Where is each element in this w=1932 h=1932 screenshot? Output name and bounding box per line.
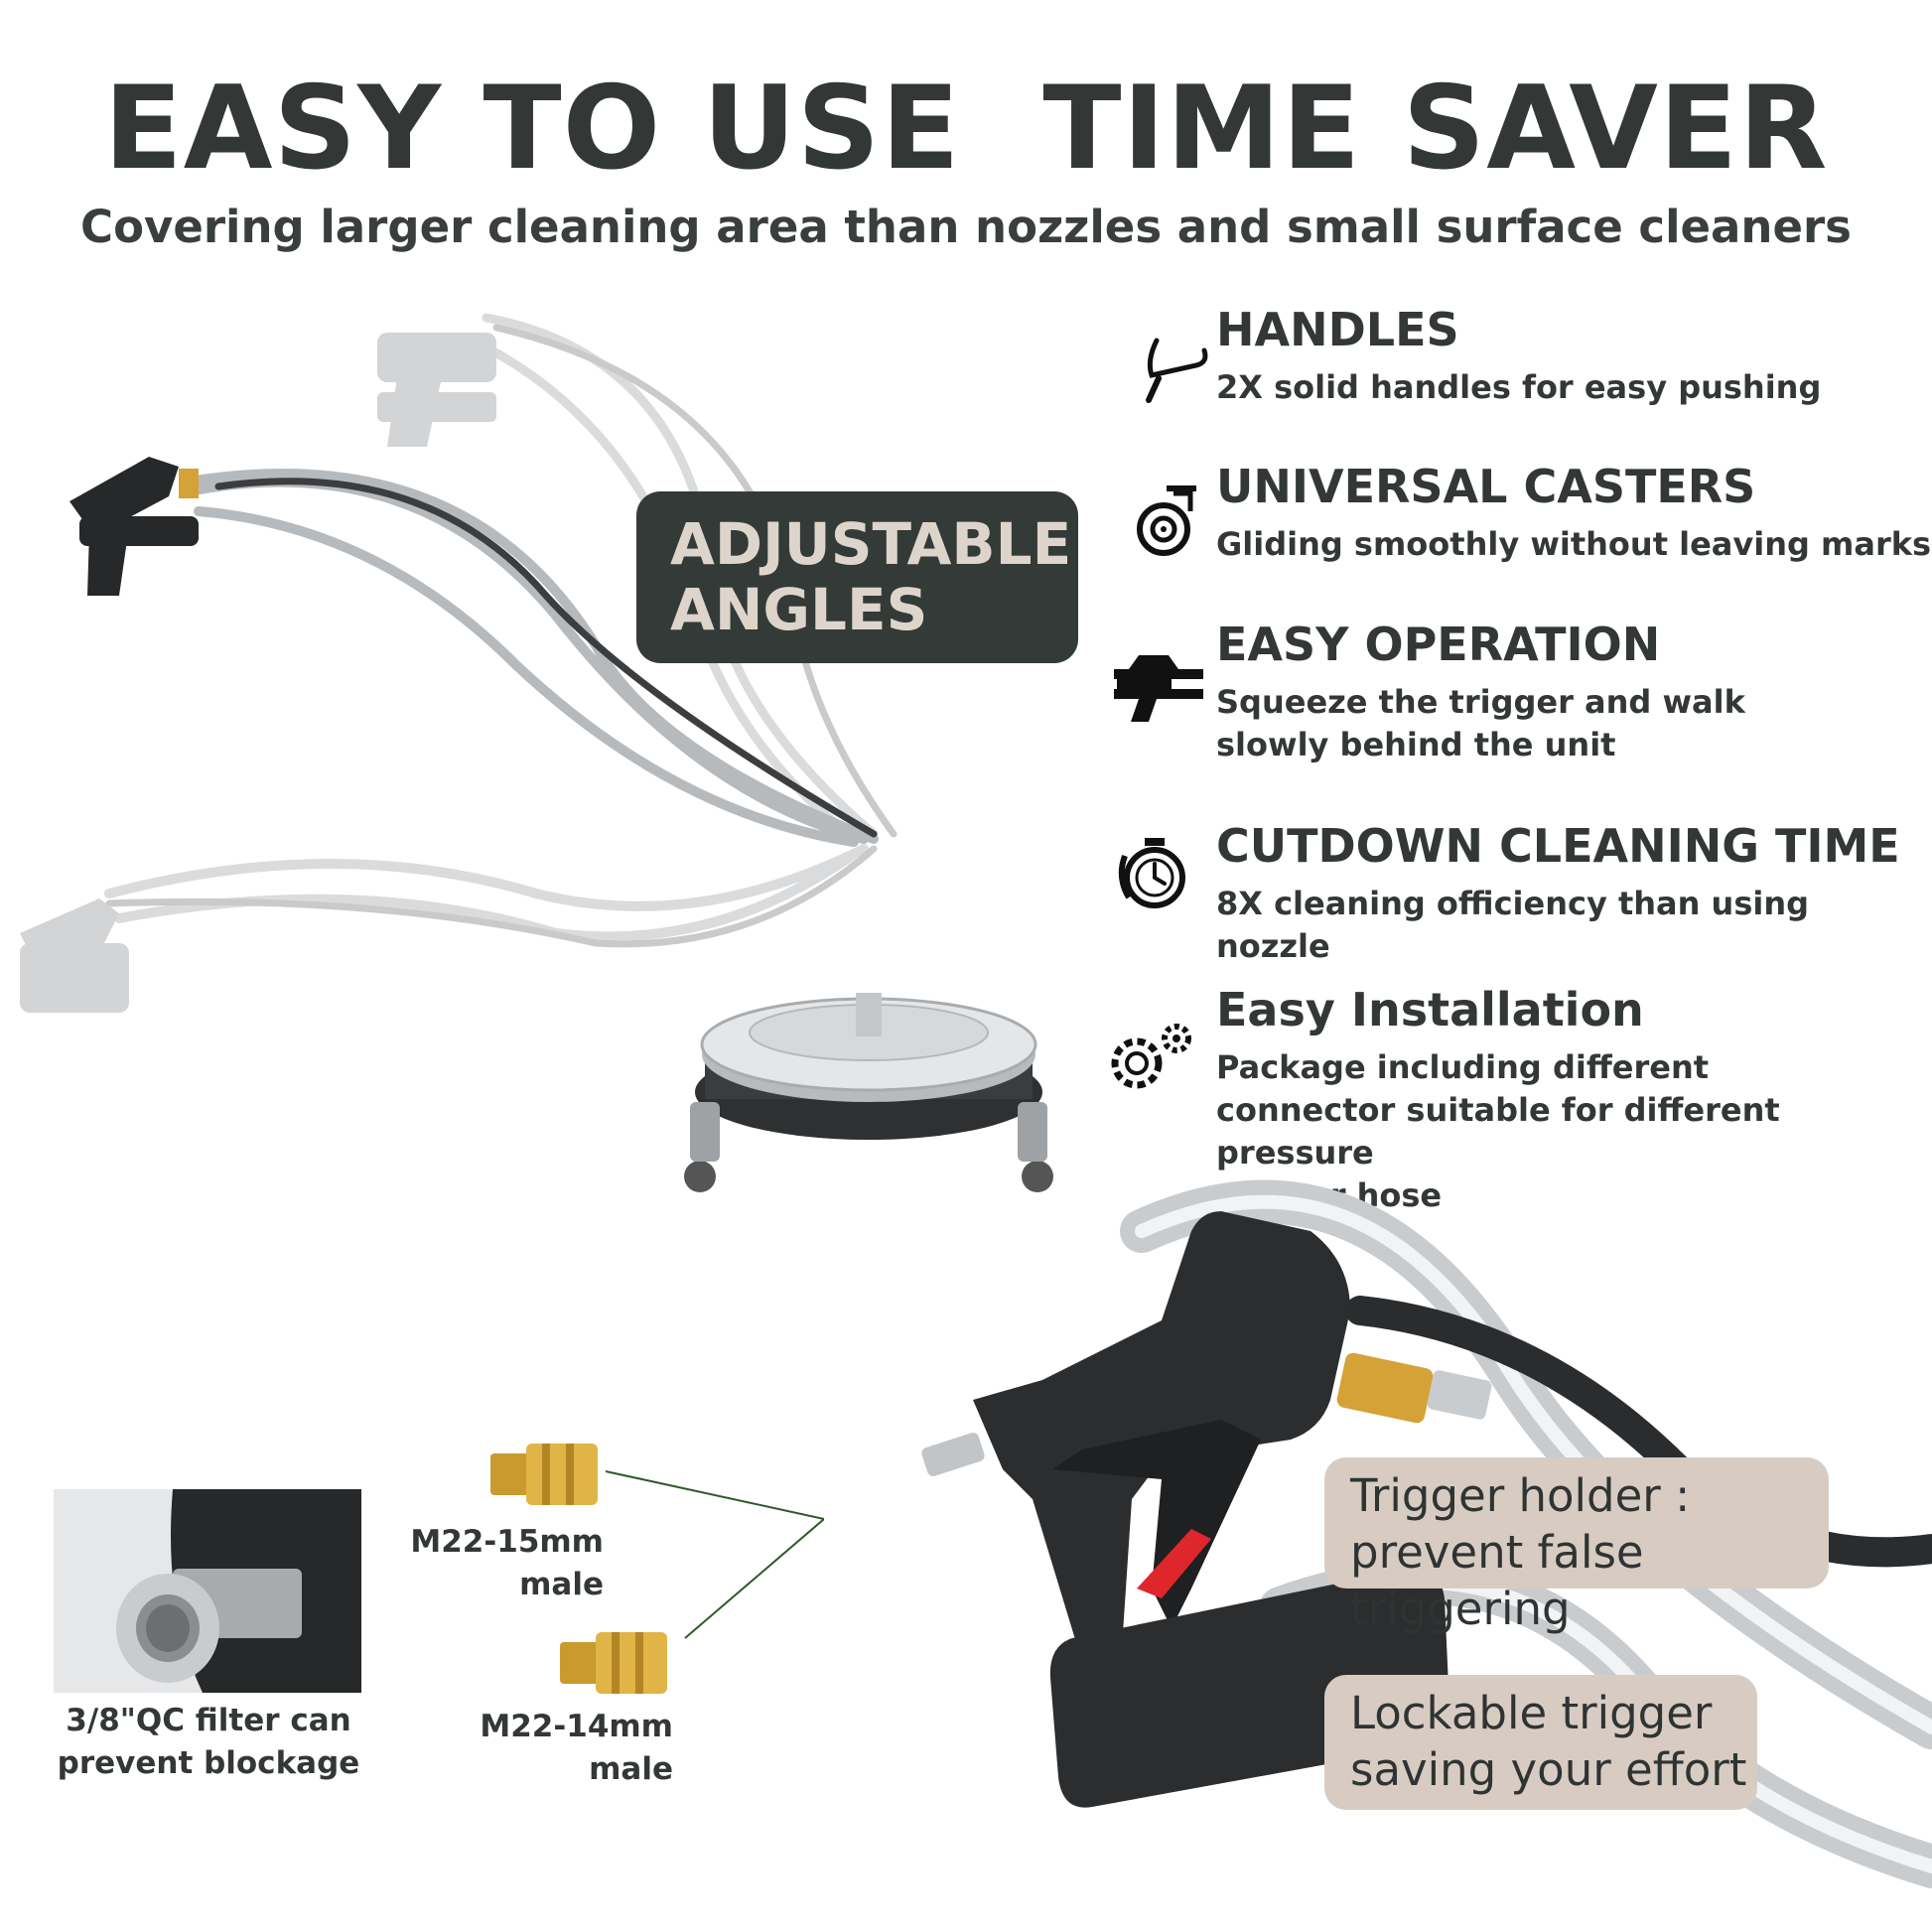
page-subtitle: Covering larger cleaning area than nozzl… [80,201,1852,253]
brass-connector-14mm-icon [560,1632,667,1694]
handle-icon [1146,338,1208,403]
brass-connector-15mm-icon [490,1444,598,1505]
label-line: M22-14mm [480,1709,673,1744]
handle-middle [69,457,879,847]
feature-desc: 8X cleaning officiency than using nozzle [1216,885,1810,965]
connector-label-14mm: M22-14mm male [447,1706,673,1791]
feature-desc: 2X solid handles for easy pushing [1216,368,1822,406]
feature-title: UNIVERSAL CASTERS [1216,460,1756,513]
feature-title: Easy Installation [1216,983,1644,1036]
connector-lines [605,1470,824,1639]
cleaner-deck [684,993,1053,1192]
label-line: male [589,1751,673,1787]
badge-line-2: ANGLES [670,576,928,643]
filter-caption: 3/8"QC filter can prevent blockage [40,1700,377,1785]
connector-label-15mm: M22-15mm male [377,1521,604,1606]
callout-line: Trigger holder : [1350,1469,1691,1522]
feature-easy-operation: EASY OPERATION Squeeze the trigger and w… [1114,618,1745,766]
callout-line: Lockable trigger [1350,1687,1713,1739]
feature-cutdown-time: CUTDOWN CLEANING TIME 8X cleaning offici… [1118,819,1932,968]
label-line: M22-15mm [410,1524,604,1560]
spray-gun-icon [1114,655,1203,722]
feature-desc: Package including different [1216,1048,1710,1086]
trigger-holder-callout: Trigger holder : prevent false triggerin… [1324,1457,1829,1635]
feature-title: CUTDOWN CLEANING TIME [1216,819,1900,873]
caster-wheel-icon [1137,485,1196,556]
feature-desc: slowly behind the unit [1216,726,1616,763]
feature-desc: Gliding smoothly without leaving marks [1216,525,1932,563]
callout-line: saving your effort [1350,1743,1747,1796]
caption-line: prevent blockage [57,1745,360,1781]
handle-ghost-bottom [20,844,878,1013]
feature-title: EASY OPERATION [1216,618,1661,671]
label-line: male [519,1567,604,1602]
qc-filter-closeup [54,1489,361,1693]
feature-title: HANDLES [1216,303,1459,356]
page-title: EASY TO USE TIME SAVER [103,62,1829,196]
feature-easy-installation: Easy Installation Package including diff… [1111,983,1932,1217]
brass-coupler [1336,1352,1492,1424]
badge-line-1: ADJUSTABLE [670,510,1072,578]
feature-handles: HANDLES 2X solid handles for easy pushin… [1146,303,1822,409]
stopwatch-icon [1118,838,1185,908]
feature-desc: Squeeze the trigger and walk [1216,683,1745,721]
callout-line: prevent false triggering [1350,1526,1644,1635]
adjustable-angles-badge: ADJUSTABLE ANGLES [636,491,1078,663]
caption-line: 3/8"QC filter can [66,1703,351,1738]
feature-casters: UNIVERSAL CASTERS Gliding smoothly witho… [1137,460,1932,566]
feature-desc: connector suitable for different pressur… [1216,1091,1780,1172]
surface-cleaner-illustration [20,313,1053,1192]
lockable-trigger-callout: Lockable trigger saving your effort [1324,1675,1757,1810]
gears-icon [1111,1024,1191,1089]
